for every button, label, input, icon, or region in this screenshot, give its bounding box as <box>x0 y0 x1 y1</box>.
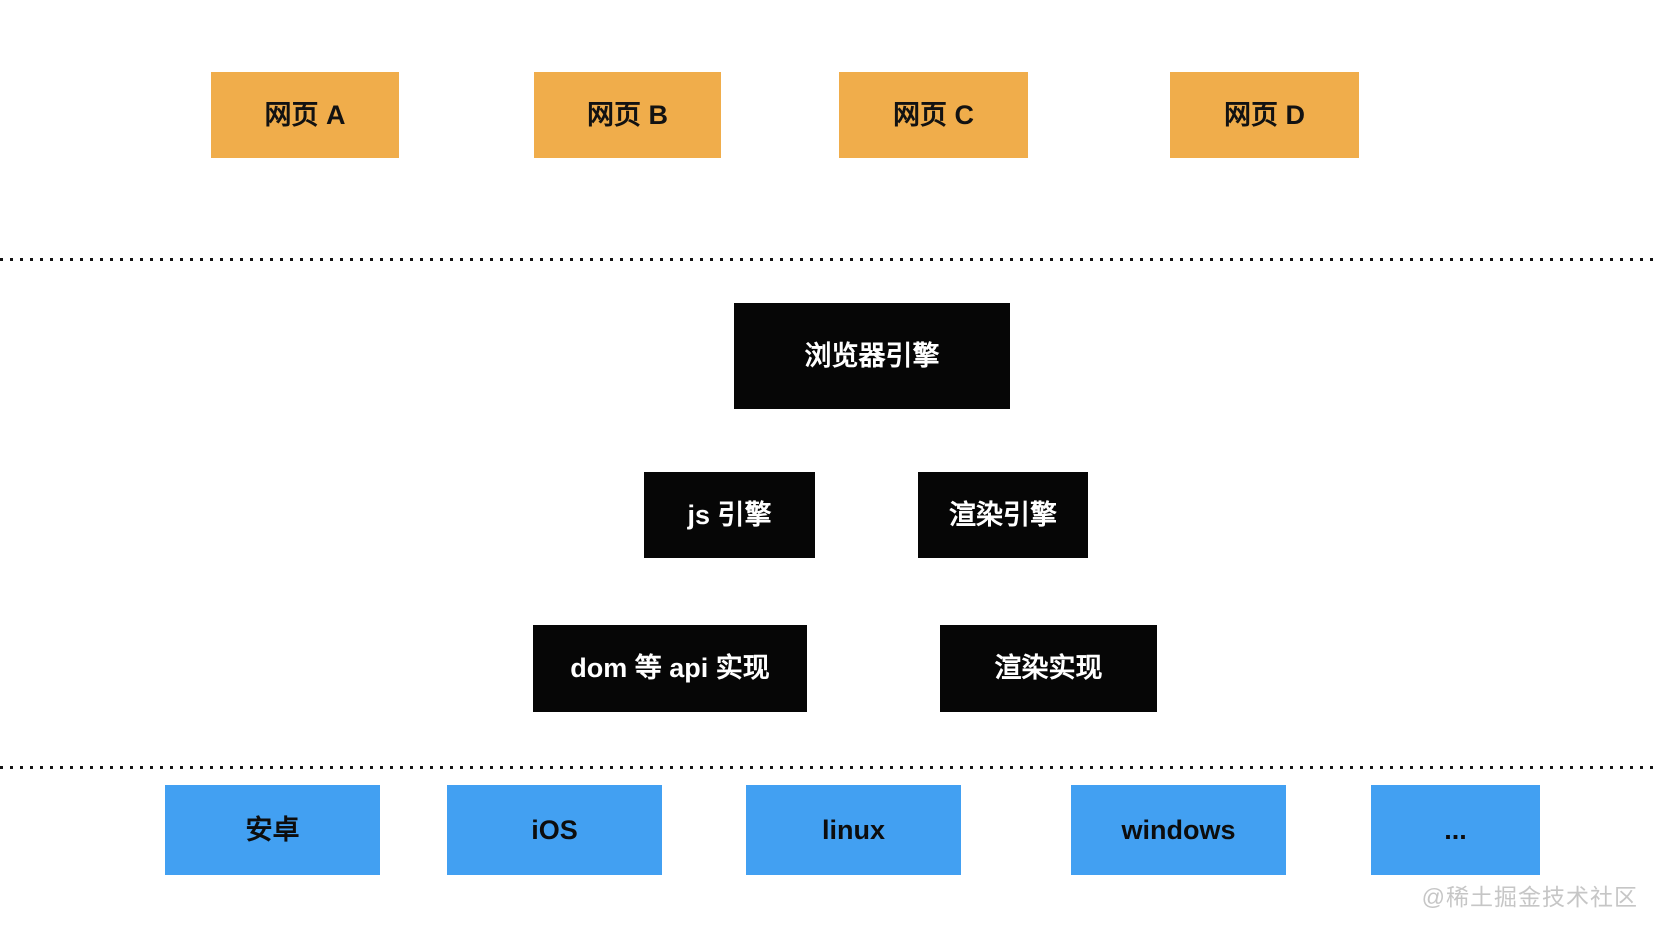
layer-divider-bottom <box>0 766 1656 769</box>
platform-android-box: 安卓 <box>165 785 380 875</box>
platform-linux-box: linux <box>746 785 961 875</box>
webpage-d-box: 网页 D <box>1170 72 1359 158</box>
platform-ios-box: iOS <box>447 785 662 875</box>
render-implementation-box: 渲染实现 <box>940 625 1157 712</box>
watermark: @稀土掘金技术社区 <box>1421 884 1638 910</box>
platform-more-box: ... <box>1371 785 1540 875</box>
webpage-c-box: 网页 C <box>839 72 1028 158</box>
webpage-b-box: 网页 B <box>534 72 721 158</box>
webpage-a-box: 网页 A <box>211 72 399 158</box>
js-engine-box: js 引擎 <box>644 472 815 558</box>
render-engine-box: 渲染引擎 <box>918 472 1088 558</box>
layer-divider-top <box>0 258 1656 261</box>
dom-api-implementation-box: dom 等 api 实现 <box>533 625 807 712</box>
browser-engine-box: 浏览器引擎 <box>734 303 1010 409</box>
platform-windows-box: windows <box>1071 785 1286 875</box>
